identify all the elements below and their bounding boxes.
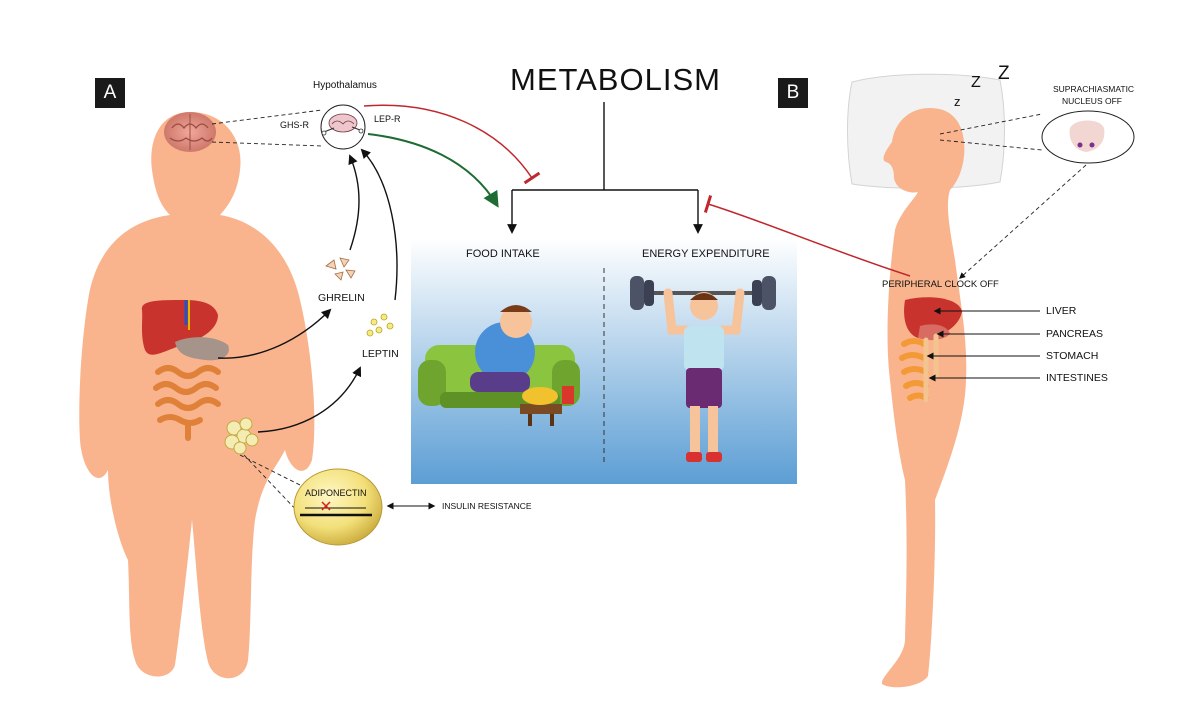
panel-b-badge: B	[778, 78, 808, 108]
weightlifter-illustration	[630, 276, 776, 462]
ghrelin-icon	[325, 257, 356, 281]
adiponectin-cell	[293, 468, 383, 546]
sleep-z-medium: Z	[971, 74, 981, 91]
panel-a-organs	[141, 300, 229, 441]
peripheral-clock-label: PERIPHERAL CLOCK OFF	[882, 279, 999, 290]
lep-r-label: LEP-R	[374, 114, 401, 124]
dashed-connector	[939, 139, 1043, 151]
stomach-to-ghrelin-arrow	[217, 308, 332, 359]
dashed-connector	[211, 109, 323, 125]
scn-icon	[1041, 110, 1135, 164]
metabolism-tree	[507, 102, 703, 234]
hypothalamus-inhibit-arrow	[363, 104, 541, 185]
dashed-connector	[939, 113, 1043, 135]
brain-icon	[164, 112, 216, 152]
sleep-z-large: Z	[998, 63, 1010, 84]
food-intake-label: FOOD INTAKE	[466, 248, 540, 260]
sleep-z-small: z	[954, 94, 961, 109]
scn-label-line2: NUCLEUS OFF	[1062, 96, 1122, 106]
insulin-resistance-label: INSULIN RESISTANCE	[442, 501, 532, 511]
ghrelin-to-hypothalamus-arrow	[348, 154, 360, 251]
leptin-icon	[366, 313, 394, 337]
energy-expenditure-label: ENERGY EXPENDITURE	[642, 248, 770, 260]
organ-label-intestines: INTESTINES	[1046, 372, 1108, 384]
hypothalamus-icon	[320, 104, 366, 150]
couch-potato-illustration	[418, 305, 580, 426]
leptin-to-hypothalamus-arrow	[360, 148, 398, 301]
hypothalamus-stimulate-arrow	[367, 133, 499, 208]
ghs-r-label: GHS-R	[280, 120, 309, 130]
diagram-title: METABOLISM	[510, 62, 721, 97]
obese-body-silhouette	[79, 112, 315, 679]
peripheral-inhibit-arrow	[703, 194, 911, 277]
scn-to-peripheral-arrow	[959, 164, 1087, 279]
dashed-connector	[211, 141, 323, 147]
panel-b-organs	[899, 297, 962, 403]
organ-leader-lines	[926, 307, 1040, 382]
leptin-label: LEPTIN	[362, 348, 399, 360]
organ-label-stomach: STOMACH	[1046, 350, 1099, 362]
panel-a-badge: A	[95, 78, 125, 108]
adiponectin-label: ADIPONECTIN	[305, 488, 367, 498]
hypothalamus-label: Hypothalamus	[313, 80, 377, 91]
ghrelin-label: GHRELIN	[318, 292, 365, 304]
adipose-to-leptin-arrow	[257, 366, 362, 433]
adipose-cells-icon	[224, 417, 259, 455]
organ-label-pancreas: PANCREAS	[1046, 328, 1103, 340]
scn-label-line1: SUPRACHIASMATIC	[1053, 84, 1135, 94]
organ-label-liver: LIVER	[1046, 305, 1077, 317]
